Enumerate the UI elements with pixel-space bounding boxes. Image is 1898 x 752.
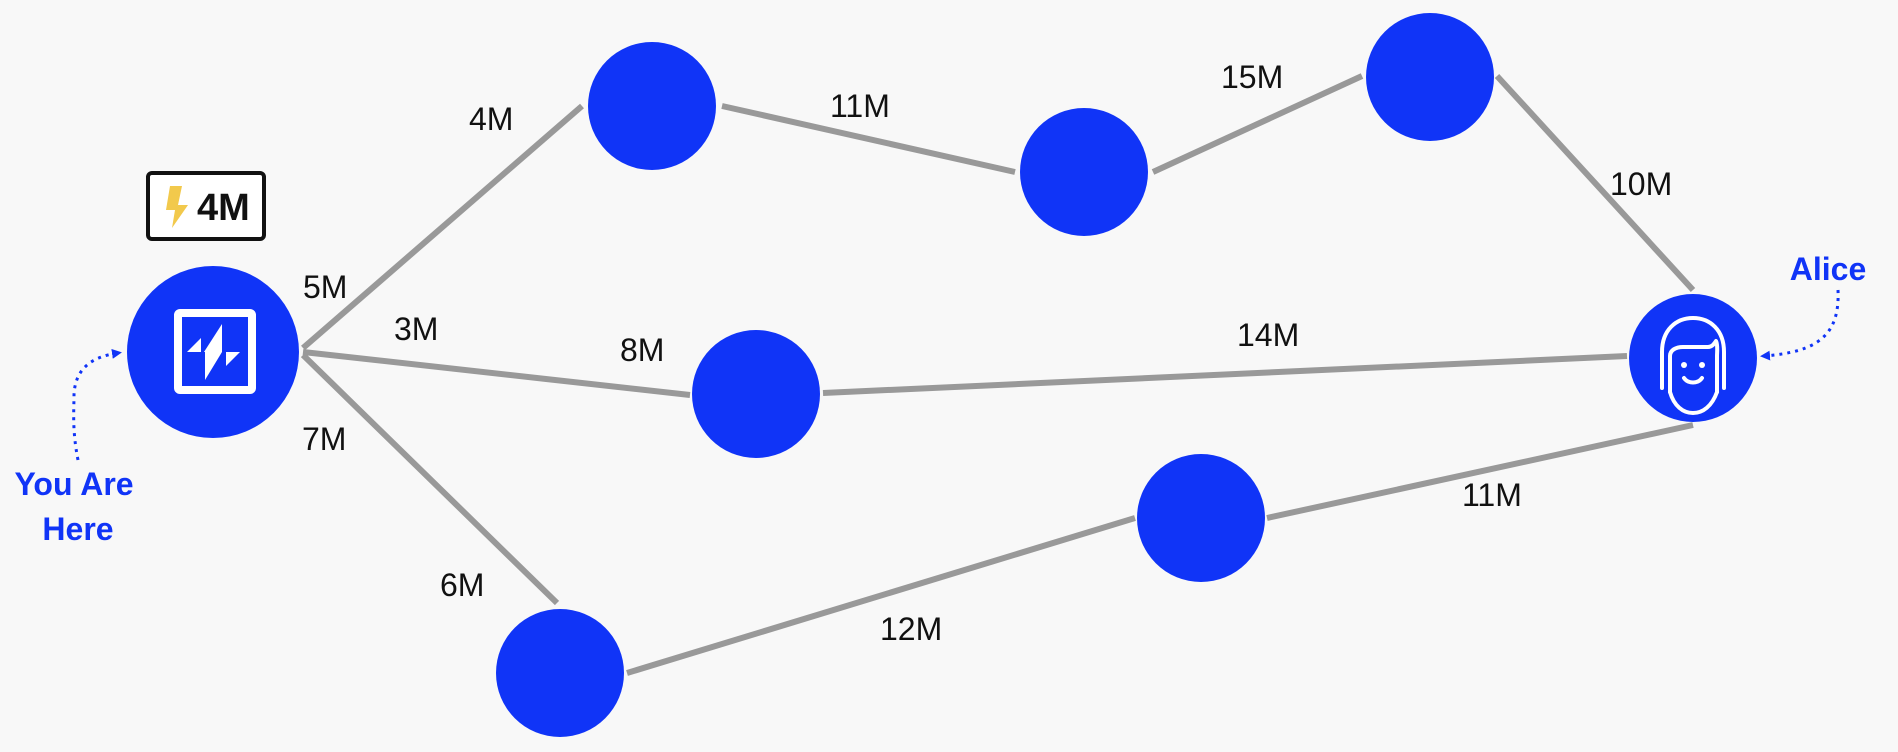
arrow-dotted-icon <box>1760 289 1840 361</box>
girl-face-eye <box>1681 362 1687 368</box>
edge-label: 7M <box>302 421 346 457</box>
node-n6[interactable] <box>1137 454 1265 582</box>
edge-label: 5M <box>303 269 347 305</box>
edge-labels: 5M 4M 11M 15M 10M 3M 8M 14M 7M 6M 12M 11… <box>302 59 1672 647</box>
edge-label: 11M <box>1462 477 1522 513</box>
edge-label: 4M <box>469 101 513 137</box>
target-caption: Alice <box>1760 251 1866 361</box>
edge-n4-alice <box>822 353 1628 396</box>
node-alice[interactable] <box>1629 294 1757 422</box>
edge-n6-alice <box>1266 422 1694 521</box>
girl-face-eye <box>1699 362 1705 368</box>
edge-label: 14M <box>1237 317 1299 353</box>
app-logo-icon <box>174 309 256 394</box>
balance-badge-label: 4M <box>197 187 250 229</box>
nodes <box>127 13 1757 737</box>
edge-n2-n3 <box>1151 73 1364 175</box>
edge-label: 11M <box>830 88 890 124</box>
node-you[interactable] <box>127 266 299 438</box>
edge-label: 12M <box>880 611 942 647</box>
edge-label: 15M <box>1221 59 1283 95</box>
edge-n1-n2 <box>721 103 1016 175</box>
edge-you-n5 <box>300 352 560 606</box>
edge-label: 6M <box>440 567 484 603</box>
alice-label: Alice <box>1790 251 1866 287</box>
balance-badge: 4M <box>146 171 266 241</box>
arrow-dotted-icon <box>72 348 122 461</box>
edge-label: 10M <box>1610 166 1672 202</box>
edge-n5-n6 <box>626 515 1136 676</box>
edge-you-n4 <box>302 349 691 398</box>
node-n4[interactable] <box>692 330 820 458</box>
you-are-here-label: Here <box>42 511 113 547</box>
edge-label: 8M <box>620 332 664 368</box>
start-caption: You Are Here <box>14 348 134 547</box>
edge-you-n1 <box>301 103 584 351</box>
girl-face-icon <box>1660 316 1726 415</box>
node-n2[interactable] <box>1020 108 1148 236</box>
lightning-bolt-icon <box>166 186 188 228</box>
node-n1[interactable] <box>588 42 716 170</box>
edges <box>300 73 1696 676</box>
node-n5[interactable] <box>496 609 624 737</box>
you-are-here-label: You Are <box>14 466 133 502</box>
edge-label: 3M <box>394 311 438 347</box>
edge-n3-alice <box>1494 73 1696 293</box>
node-n3[interactable] <box>1366 13 1494 141</box>
